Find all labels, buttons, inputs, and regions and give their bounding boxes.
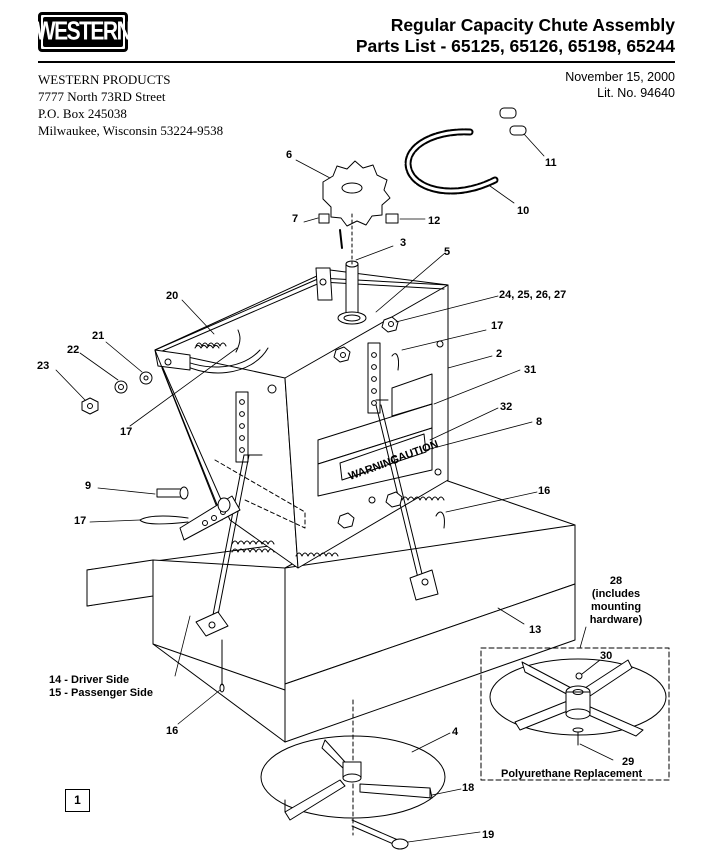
- adjuster-plates: [211, 342, 424, 621]
- callout-22: 22: [67, 344, 79, 356]
- loose-hardware: [81, 345, 220, 500]
- callout-2: 2: [496, 348, 502, 360]
- callout-7: 7: [292, 213, 298, 225]
- callout-labels: 6 7 12 3 5 10 11 20 21 22 23 24, 25, 26,…: [37, 149, 643, 841]
- springs: [195, 342, 445, 557]
- clips: [139, 329, 445, 693]
- address-line-4: Milwaukee, Wisconsin 53224-9538: [38, 123, 224, 138]
- callout-17-lower: 17: [74, 515, 86, 527]
- callout-16-lower: 16: [166, 725, 178, 737]
- leader-lines: [55, 133, 614, 843]
- address-line-3: P.O. Box 245038: [38, 106, 127, 121]
- callout-17-left: 17: [120, 426, 132, 438]
- poly-replacement-label: Polyurethane Replacement: [501, 768, 643, 780]
- callout-20: 20: [166, 290, 178, 302]
- callout-18: 18: [462, 782, 474, 794]
- chute-body: WARNING CAUTION: [154, 267, 449, 569]
- document-date: November 15, 2000: [565, 70, 675, 84]
- callout-8: 8: [536, 416, 542, 428]
- callout-19: 19: [482, 829, 494, 841]
- page-number: 1: [65, 789, 90, 812]
- callout-11: 11: [545, 157, 557, 169]
- callout-23: 23: [37, 360, 49, 372]
- literature-number: Lit. No. 94640: [597, 86, 675, 100]
- title-line-1: Regular Capacity Chute Assembly: [390, 15, 675, 35]
- header-rule: [38, 61, 675, 63]
- callout-17-right: 17: [491, 320, 503, 332]
- address-line-2: 7777 North 73RD Street: [38, 89, 166, 104]
- callout-30: 30: [600, 650, 612, 662]
- callout-3: 3: [400, 237, 406, 249]
- address-line-1: WESTERN PRODUCTS: [38, 72, 171, 87]
- title-line-2: Parts List - 65125, 65126, 65198, 65244: [355, 36, 675, 56]
- steel-spinner: [260, 699, 446, 850]
- callout-12: 12: [428, 215, 440, 227]
- callout-14: 14 - Driver Side: [49, 674, 129, 686]
- chain: [404, 107, 527, 195]
- callout-28-hardware: hardware): [590, 614, 643, 626]
- callout-29: 29: [622, 756, 634, 768]
- callout-9: 9: [85, 480, 91, 492]
- callout-21: 21: [92, 330, 104, 342]
- callout-28: 28: [610, 575, 622, 587]
- side-brackets: [154, 349, 439, 637]
- callout-32: 32: [500, 401, 512, 413]
- callout-16-right: 16: [538, 485, 550, 497]
- company-address: WESTERN PRODUCTS 7777 North 73RD Street …: [38, 71, 223, 139]
- document-info: November 15, 2000 Lit. No. 94640: [565, 69, 675, 101]
- sprocket: [318, 160, 399, 265]
- callout-15: 15 - Passenger Side: [49, 687, 153, 699]
- callout-28-mounting: mounting: [591, 601, 641, 613]
- callout-5: 5: [444, 246, 450, 258]
- hardware-nuts: [333, 316, 403, 529]
- motor-shaft: [337, 260, 367, 325]
- callout-31: 31: [524, 364, 536, 376]
- callout-6: 6: [286, 149, 292, 161]
- western-logo: WESTERN: [35, 12, 132, 52]
- callout-4: 4: [452, 726, 459, 738]
- callout-28-includes: (includes: [592, 588, 640, 600]
- logo-text: WESTERN: [35, 17, 132, 46]
- callout-13: 13: [529, 624, 541, 636]
- document-title: Regular Capacity Chute Assembly Parts Li…: [356, 15, 675, 57]
- callout-10: 10: [517, 205, 529, 217]
- callout-24-27: 24, 25, 26, 27: [499, 289, 566, 301]
- poly-spinner-inset: [480, 647, 670, 781]
